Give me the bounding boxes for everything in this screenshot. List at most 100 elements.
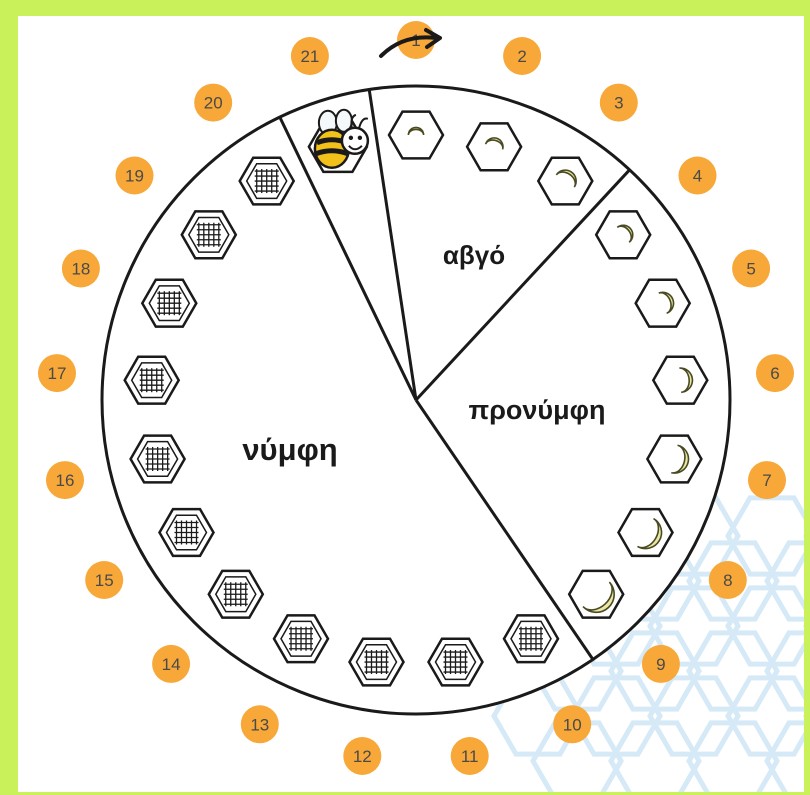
brood-cell-day-21 — [307, 108, 370, 174]
day-number: 19 — [125, 167, 144, 186]
day-badge-12: 12 — [343, 737, 382, 775]
capped-cell-pattern — [434, 643, 477, 681]
day-number: 21 — [300, 47, 319, 66]
brood-cell-day-17 — [123, 355, 181, 405]
honeycomb-tile — [725, 585, 804, 667]
day-badge-5: 5 — [732, 249, 771, 288]
honeycomb-tile — [686, 630, 780, 712]
stage-dividers — [278, 89, 631, 661]
brood-cell-day-16 — [129, 434, 187, 484]
day-badge-13: 13 — [240, 705, 279, 744]
day-badge-19: 19 — [115, 156, 154, 195]
brood-cell-day-3 — [536, 156, 594, 206]
honeycomb-tile — [725, 675, 804, 757]
day-number: 7 — [762, 471, 771, 490]
honeycomb-tile — [764, 540, 804, 622]
day-badge-11: 11 — [450, 737, 489, 775]
capped-cell-pattern — [214, 576, 257, 613]
capped-cell-pattern — [245, 162, 288, 200]
day-number: 11 — [461, 747, 479, 766]
day-number: 2 — [517, 47, 526, 66]
honeycomb-tile — [686, 720, 780, 792]
brood-cell-day-4 — [594, 210, 652, 260]
stage-label-egg: αβγό — [443, 240, 505, 270]
larva-shape — [582, 581, 615, 614]
day-number: 12 — [353, 747, 372, 766]
day-badge-9: 9 — [641, 644, 680, 683]
day-badge-8: 8 — [708, 561, 747, 599]
day-badge-6: 6 — [756, 354, 794, 393]
brood-cell-day-8 — [617, 507, 674, 558]
capped-cell-pattern — [165, 514, 208, 551]
honeycomb-tile — [686, 540, 780, 622]
honeycomb-tile — [764, 630, 804, 712]
day-badge-15: 15 — [85, 561, 124, 599]
stage-divider-line — [367, 89, 418, 401]
capped-cell-pattern — [355, 643, 398, 681]
brood-cell-day-11 — [427, 637, 484, 687]
day-number: 1 — [411, 31, 420, 50]
capped-cell-pattern — [136, 440, 179, 478]
brood-cell-day-6 — [651, 355, 709, 405]
day-badge-4: 4 — [678, 156, 717, 195]
day-badge-3: 3 — [599, 83, 638, 122]
capped-cell-pattern — [280, 620, 322, 657]
day-badge-21: 21 — [290, 37, 329, 75]
day-number: 17 — [48, 364, 67, 383]
brood-cell-day-14 — [207, 569, 265, 619]
day-number: 18 — [71, 260, 90, 279]
brood-cell-day-2 — [465, 122, 523, 172]
honeycomb-tile — [608, 630, 702, 712]
day-badge-10: 10 — [553, 705, 592, 744]
day-number: 5 — [746, 260, 755, 279]
day-number: 6 — [770, 364, 779, 383]
egg-shape — [407, 126, 425, 136]
honeycomb-tile — [608, 720, 702, 792]
brood-cell-day-19 — [180, 210, 238, 260]
capped-cell-pattern — [130, 362, 173, 399]
day-number: 10 — [563, 715, 582, 734]
honeycomb-tile — [530, 720, 624, 792]
larva-shape — [637, 517, 663, 550]
brood-cell-day-12 — [348, 637, 405, 687]
stage-divider-line — [278, 116, 418, 401]
brood-cell-day-18 — [140, 278, 198, 328]
day-badge-16: 16 — [46, 461, 84, 500]
larva-shape — [616, 224, 634, 243]
day-badge-18: 18 — [61, 249, 100, 288]
brood-cell-day-7 — [645, 434, 703, 484]
day-badge-20: 20 — [194, 83, 233, 122]
day-number: 20 — [204, 94, 223, 113]
day-number: 15 — [95, 571, 114, 590]
day-number: 8 — [723, 571, 732, 590]
brood-cell-day-10 — [502, 614, 560, 664]
day-badge-7: 7 — [748, 461, 786, 500]
day-number: 14 — [162, 655, 181, 674]
day-badge-2: 2 — [503, 37, 542, 75]
stage-divider-line — [414, 399, 595, 661]
day-number: 3 — [614, 94, 623, 113]
brood-cell-day-13 — [272, 614, 330, 664]
honeycomb-tile — [764, 720, 804, 792]
bee-icon — [313, 108, 370, 170]
brood-cell-day-1 — [387, 110, 445, 160]
honeycomb-tile — [647, 675, 741, 757]
brood-cells — [123, 108, 709, 687]
day-badge-14: 14 — [152, 644, 191, 683]
stage-divider-line — [414, 168, 631, 402]
stage-label-larva: προνύμφη — [469, 395, 606, 425]
day-number: 13 — [250, 715, 269, 734]
day-number: 4 — [693, 167, 702, 186]
capped-cell-pattern — [148, 285, 191, 322]
honeycomb-tile — [725, 495, 804, 577]
day-number: 9 — [656, 655, 665, 674]
day-badge-17: 17 — [38, 354, 76, 393]
brood-cell-day-9 — [567, 569, 625, 619]
capped-cell-pattern — [187, 216, 230, 253]
curved-arrow-icon — [379, 28, 442, 58]
brood-cell-day-5 — [634, 278, 692, 328]
stage-label-pupa: νύμφη — [242, 432, 337, 467]
